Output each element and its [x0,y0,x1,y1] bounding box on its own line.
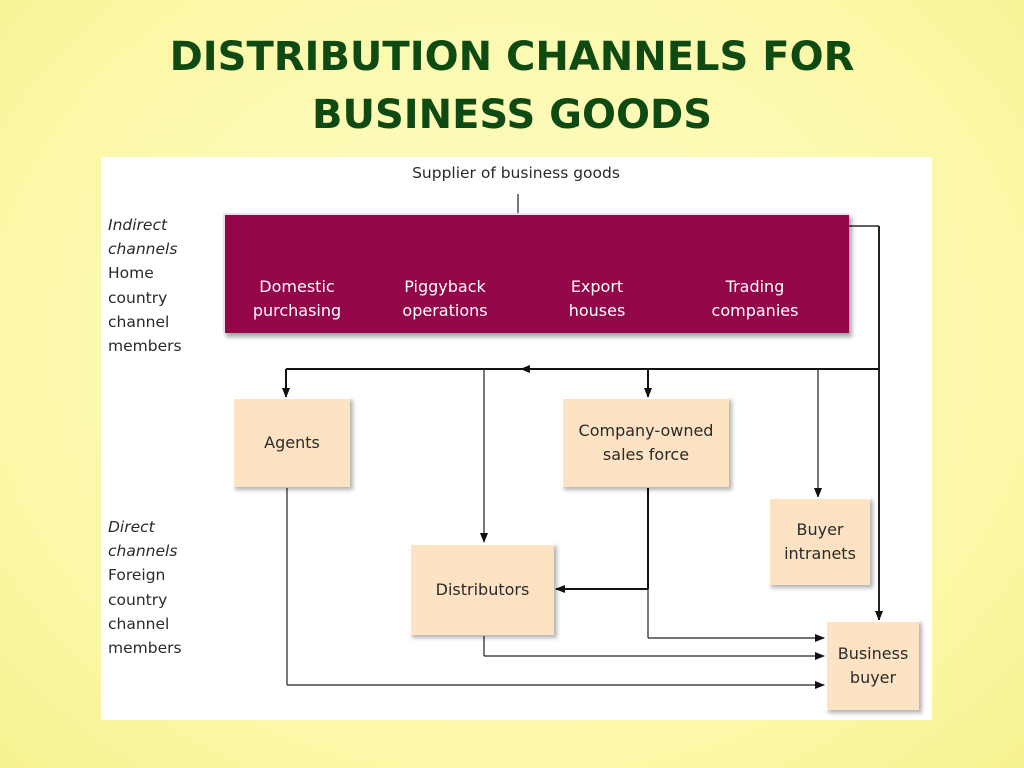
buyer-intranets-line-1: Buyer [796,520,844,539]
agents-node: Agents [232,397,350,487]
indirect-label-line-4: country [108,288,168,307]
direct-label-line-4: country [108,590,168,609]
export-houses-node: Export houses [522,275,672,323]
to-business-buyer-connectors [286,488,825,689]
distributors-node: Distributors [409,543,554,635]
direct-label-line-5: channel [108,614,170,633]
direct-label-line-6: members [108,639,182,658]
buyer-intranets-node: Buyer intranets [768,497,870,585]
indirect-label-line-3: Home [108,264,154,283]
indirect-label-line-2: channels [108,240,178,259]
sales-force-to-distributors [555,488,649,593]
indirect-label-line-6: members [108,337,182,356]
piggyback-operations-line-2: operations [402,301,488,320]
indirect-label-line-1: Indirect [108,216,168,234]
piggyback-operations-node: Piggyback operations [370,275,520,323]
distributors-label: Distributors [435,580,530,599]
piggyback-operations-line-1: Piggyback [404,277,486,296]
direct-label-line-1: Direct [108,518,155,536]
trading-companies-node: Trading companies [680,275,830,323]
sales-force-line-2: sales force [602,445,690,464]
diagram-panel: Indirect channels Home country channel m… [101,157,932,720]
sales-force-line-1: Company-owned [578,421,714,440]
company-owned-sales-force-node: Company-owned sales force [561,397,729,487]
business-buyer-line-1: Business [837,644,909,663]
page-title: DISTRIBUTION CHANNELS FOR BUSINESS GOODS [0,28,1024,144]
export-houses-line-2: houses [568,301,626,320]
foreign-members-bus [282,365,879,398]
export-houses-line-1: Export [570,277,624,296]
direct-label-line-3: Foreign [108,566,166,585]
bus-to-distributors-and-intranets [480,369,822,543]
indirect-label-line-5: channel [108,312,170,331]
trading-companies-line-2: companies [711,301,799,320]
buyer-intranets-line-2: intranets [784,544,856,563]
business-buyer-node: Business buyer [825,620,919,710]
connector-lines [282,194,883,689]
domestic-purchasing-line-2: purchasing [252,301,342,320]
title-line-2: BUSINESS GOODS [311,92,713,138]
domestic-purchasing-line-1: Domestic [259,277,335,296]
indirect-channels-label: Indirect channels Home country channel m… [108,213,182,358]
title-line-1: DISTRIBUTION CHANNELS FOR [169,34,855,80]
trading-companies-line-1: Trading [725,277,785,296]
supplier-node: Supplier of business goods [412,164,620,182]
business-buyer-line-2: buyer [849,668,897,687]
direct-label-line-2: channels [108,542,178,561]
direct-channels-label: Direct channels Foreign country channel … [108,515,182,660]
home-country-members-band: Domestic purchasing Piggyback operations… [223,213,849,333]
domestic-purchasing-node: Domestic purchasing [222,275,372,323]
agents-label: Agents [264,433,320,452]
